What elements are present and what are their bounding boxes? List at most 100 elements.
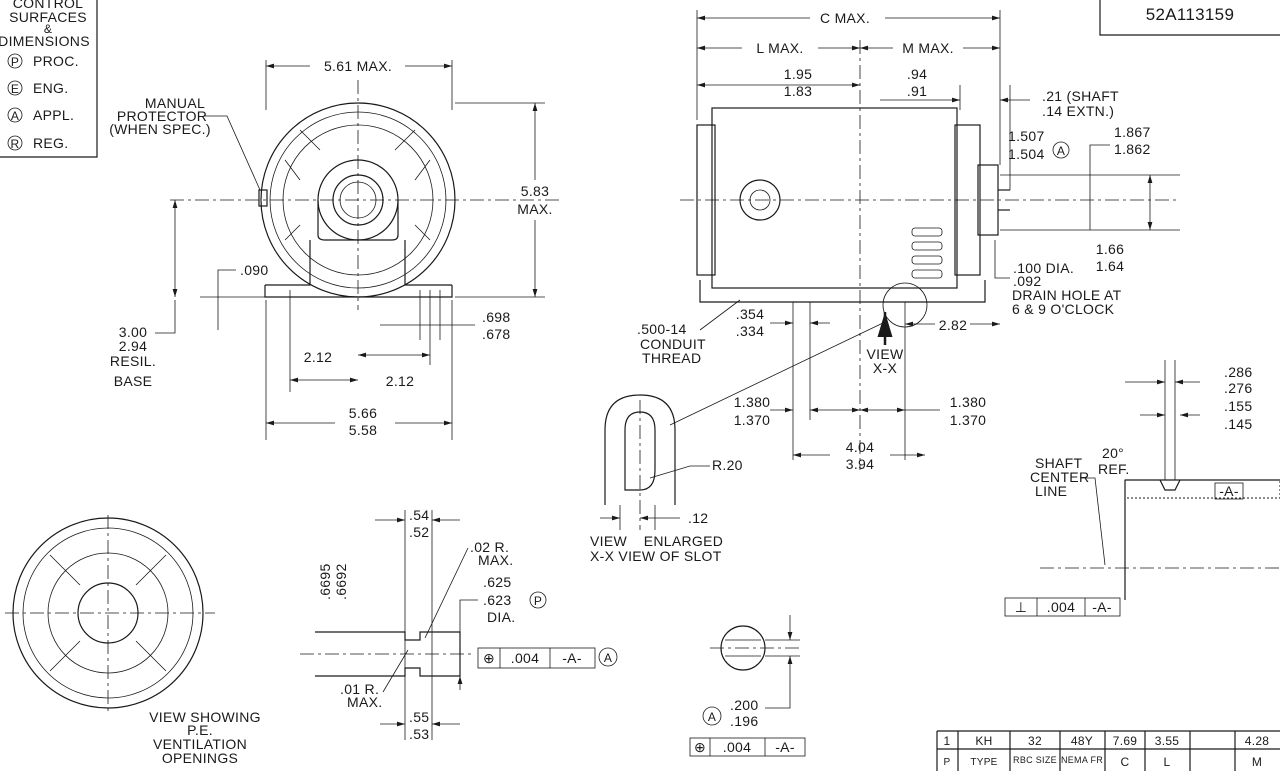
svg-text:ENG.: ENG. [33,80,68,96]
dim-keyway: .276 [1224,380,1252,396]
label-conduit: CONDUIT [640,336,706,352]
dim-half-a: 2.12 [304,349,332,365]
label-protector: MANUAL [145,95,205,111]
vent-caption: P.E. [187,722,213,738]
dim-r-top: .02 R. [470,539,509,555]
label-conduit: .500-14 [637,321,687,337]
dim-d1: 1.83 [784,83,812,99]
dim-foot: .678 [482,326,510,342]
dim-282: 2.82 [939,317,967,333]
flat-position-tolerance: ⊕ .004 -A- [689,737,806,757]
side-view: C MAX. L MAX. M MAX. 1.95 1.83 .94 .91 .… [637,10,1180,472]
perpendicularity-tolerance: ⊥ .004 -A- [1004,597,1121,617]
label-view-xx: VIEW [867,346,904,362]
dim-dia: DIA. [487,609,515,625]
shaft-end-detail: .54 .52 .6695 .6692 .02 R. MAX. .625 .62… [300,507,618,742]
dia-proc-symbol: P [534,594,542,608]
dim-flat: .200 [730,697,758,713]
dim-base-width: 5.66 [349,405,377,421]
label-drain: .100 DIA. [1013,260,1074,276]
dim-slot: .334 [736,323,764,339]
svg-text:-A-: -A- [1092,599,1112,615]
table-header: C [1121,755,1130,769]
table-header: NEMA FR [1061,755,1103,765]
svg-text:.004: .004 [723,739,751,755]
dim-slot: .354 [736,306,764,322]
label-center-line: LINE [1035,483,1067,499]
table-cell: KH [975,734,992,748]
dim-l-max: L MAX. [756,40,803,56]
svg-text:-A-: -A- [562,650,582,666]
dim-mount-width: 3.94 [846,456,874,472]
label-drain: DRAIN HOLE AT [1012,287,1122,303]
dim-dia-small: .6692 [333,563,349,600]
dim-dia-small: .6695 [317,563,333,600]
position-tolerance: ⊕ .004 -A- A [477,647,618,669]
dim-mount-left: 1.370 [734,412,771,428]
dim-height: 5.83 [521,183,549,199]
table-cell: 48Y [1071,734,1093,748]
dim-slot-radius: R.20 [712,457,743,473]
dim-hub-len: 1.66 [1096,241,1124,257]
label-view-xx: X-X [873,360,898,376]
dim-dia: .623 [483,592,511,608]
table-header: L [1164,755,1171,769]
dim-d1: 1.95 [784,66,812,82]
legend-title: & [44,22,52,36]
dim-r-bot: MAX. [347,694,382,710]
label-protector: (WHEN SPEC.) [109,121,211,137]
vent-caption: OPENINGS [162,750,238,766]
slot-view: .12 R.20 VIEW ENLARGED X-X VIEW OF SLOT [590,394,743,564]
dim-half-b: 2.12 [386,373,414,389]
label-conduit: THREAD [642,350,701,366]
dim-dia: .625 [483,574,511,590]
dim-height: MAX. [517,201,552,217]
dim-resil-base: 2.94 [119,338,147,354]
dim-d2: .91 [907,83,927,99]
table-cell: 32 [1028,734,1042,748]
table-cell: 3.55 [1155,734,1180,748]
dim-hub: 1.862 [1114,141,1151,157]
dim-foot: .698 [482,309,510,325]
label-drain: 6 & 9 O'CLOCK [1012,301,1115,317]
table-cell: 1 [944,734,951,748]
dim-pilot: 1.504 [1008,146,1045,162]
dim-shaft-ext: .21 (SHAFT [1042,88,1119,104]
svg-text:P: P [11,55,19,69]
front-view: 5.61 MAX. MANUAL PROTECTOR (WHEN SPEC.) … [109,58,560,440]
table-header: P [944,757,951,768]
dim-r-bot: .01 R. [340,681,379,697]
dim-width-max: 5.61 MAX. [324,58,392,74]
svg-text:⊕: ⊕ [694,739,706,755]
drawing-number-box: 52A113159 [1099,0,1280,36]
svg-text:⊕: ⊕ [483,650,495,666]
dim-len-top: .54 [409,507,429,523]
ventilation-view: VIEW SHOWING P.E. VENTILATION OPENINGS [5,515,261,766]
dim-mount-left: 1.380 [734,394,771,410]
drawing-number: 52A113159 [1146,5,1234,24]
table-cell: 7.69 [1113,734,1138,748]
table-header: TYPE [970,757,997,768]
svg-text:REG.: REG. [33,135,68,151]
table-header: RBC SIZE [1013,755,1057,765]
label-drain: .092 [1013,273,1041,289]
dim-base-offset: .090 [240,262,268,278]
legend-title: CONTROL [13,0,84,11]
dim-len-bot: .53 [409,726,429,742]
dimension-table: 1 KH 32 48Y 7.69 3.55 4.28 P TYPE RBC SI… [936,730,1280,771]
svg-text:A: A [604,651,612,665]
svg-text:.004: .004 [1047,599,1075,615]
shaft-flat-view: A .200 .196 ⊕ .004 -A- [689,615,806,757]
dim-resil-base: 3.00 [119,324,147,340]
dim-hub: 1.867 [1114,124,1151,140]
table-cell: 4.28 [1245,734,1270,748]
dim-hub-len: 1.64 [1096,258,1124,274]
flat-appl-symbol: A [708,710,716,724]
label-center-line: SHAFT [1035,455,1083,471]
dim-m-max: M MAX. [902,40,954,56]
